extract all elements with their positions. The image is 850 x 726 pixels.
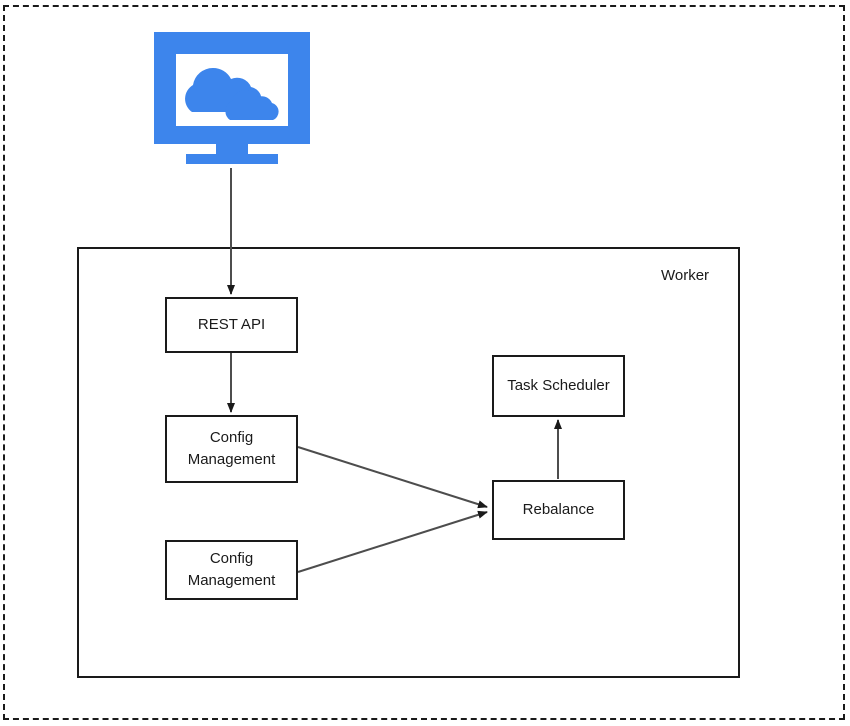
node-rebalance[interactable]: Rebalance bbox=[492, 480, 625, 540]
cloud-monitor-icon bbox=[154, 32, 310, 170]
node-config-management-2[interactable]: Config Management bbox=[165, 540, 298, 600]
worker-container bbox=[77, 247, 740, 678]
node-rebalance-label: Rebalance bbox=[522, 501, 595, 518]
node-config-management-1[interactable]: Config Management bbox=[165, 415, 298, 483]
worker-label: Worker bbox=[660, 267, 710, 284]
node-config-management-2-label: Config Management bbox=[187, 550, 276, 589]
node-task-scheduler[interactable]: Task Scheduler bbox=[492, 355, 625, 417]
node-task-scheduler-label: Task Scheduler bbox=[507, 377, 610, 394]
node-config-management-1-label: Config Management bbox=[187, 429, 276, 468]
node-rest-api-label: REST API bbox=[197, 316, 266, 333]
outer-dashed-boundary bbox=[3, 5, 845, 720]
node-rest-api[interactable]: REST API bbox=[165, 297, 298, 353]
